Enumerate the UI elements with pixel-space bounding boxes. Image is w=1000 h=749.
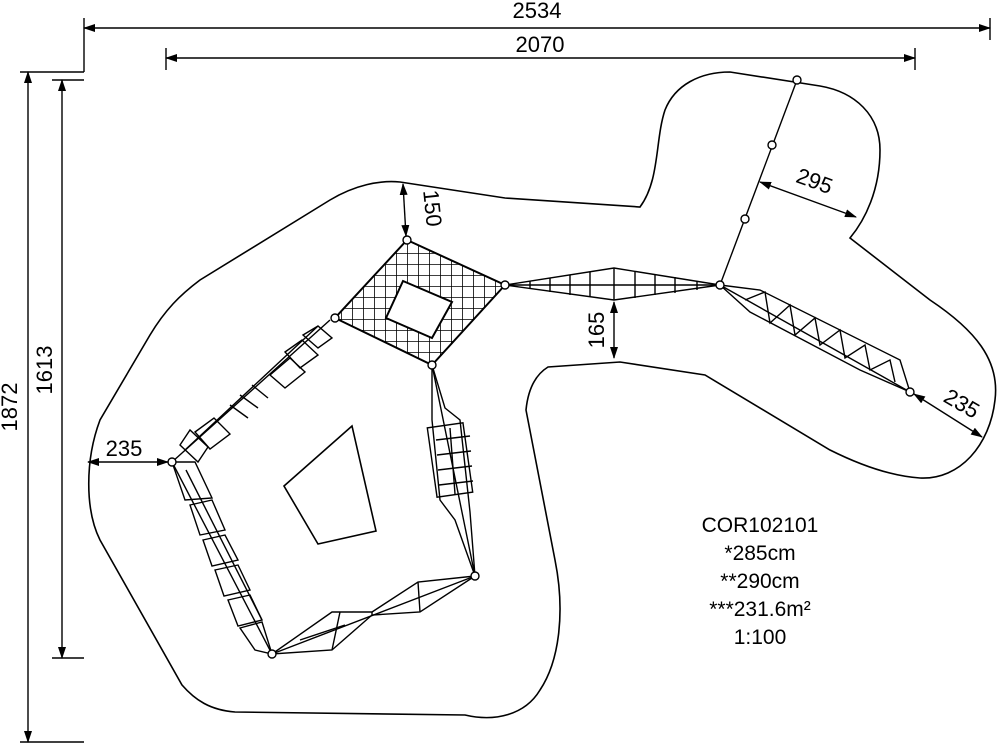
central-opening <box>282 424 377 545</box>
ladder-left <box>171 461 274 655</box>
dim-clearance-left-label: 235 <box>106 436 143 461</box>
dim-inner-height-label: 1613 <box>32 346 57 395</box>
dim-inner-width <box>165 48 916 70</box>
dim-overall-height-label: 1872 <box>0 383 22 432</box>
dim-overall-width <box>83 18 991 72</box>
dim-clearance-top-line <box>399 183 410 237</box>
diagonal-net-right <box>717 284 912 394</box>
cone-net-right <box>504 267 721 301</box>
dim-clearance-upper-right-line <box>759 181 857 218</box>
height-2: **290cm <box>720 570 800 593</box>
info-block: COR102101 *285cm **290cm ***231.6m² 1:10… <box>640 512 880 652</box>
scale: 1:100 <box>733 626 787 649</box>
height-1: *285cm <box>724 542 796 565</box>
safety-zone-outline <box>87 71 997 719</box>
square-climbing-net <box>333 238 507 367</box>
upper-pole-rope <box>719 75 802 286</box>
ladder-upper-left <box>171 319 334 464</box>
dim-clearance-upper-right-label: 295 <box>793 163 836 199</box>
dim-clearance-right-label: 235 <box>940 383 984 423</box>
dim-overall-width-label: 2534 <box>513 0 562 23</box>
area: ***231.6m² <box>709 598 811 621</box>
dim-overall-height <box>20 71 84 743</box>
post-joints <box>167 235 915 659</box>
product-code: COR102101 <box>701 514 819 537</box>
cone-net-bottom <box>269 575 476 655</box>
dim-clearance-mid-label: 165 <box>584 312 609 349</box>
dim-inner-height <box>52 79 84 659</box>
dim-clearance-right-line <box>913 393 983 438</box>
dim-inner-width-label: 2070 <box>516 32 565 57</box>
dim-clearance-top-label: 150 <box>418 189 447 228</box>
net-right-column <box>426 364 476 577</box>
